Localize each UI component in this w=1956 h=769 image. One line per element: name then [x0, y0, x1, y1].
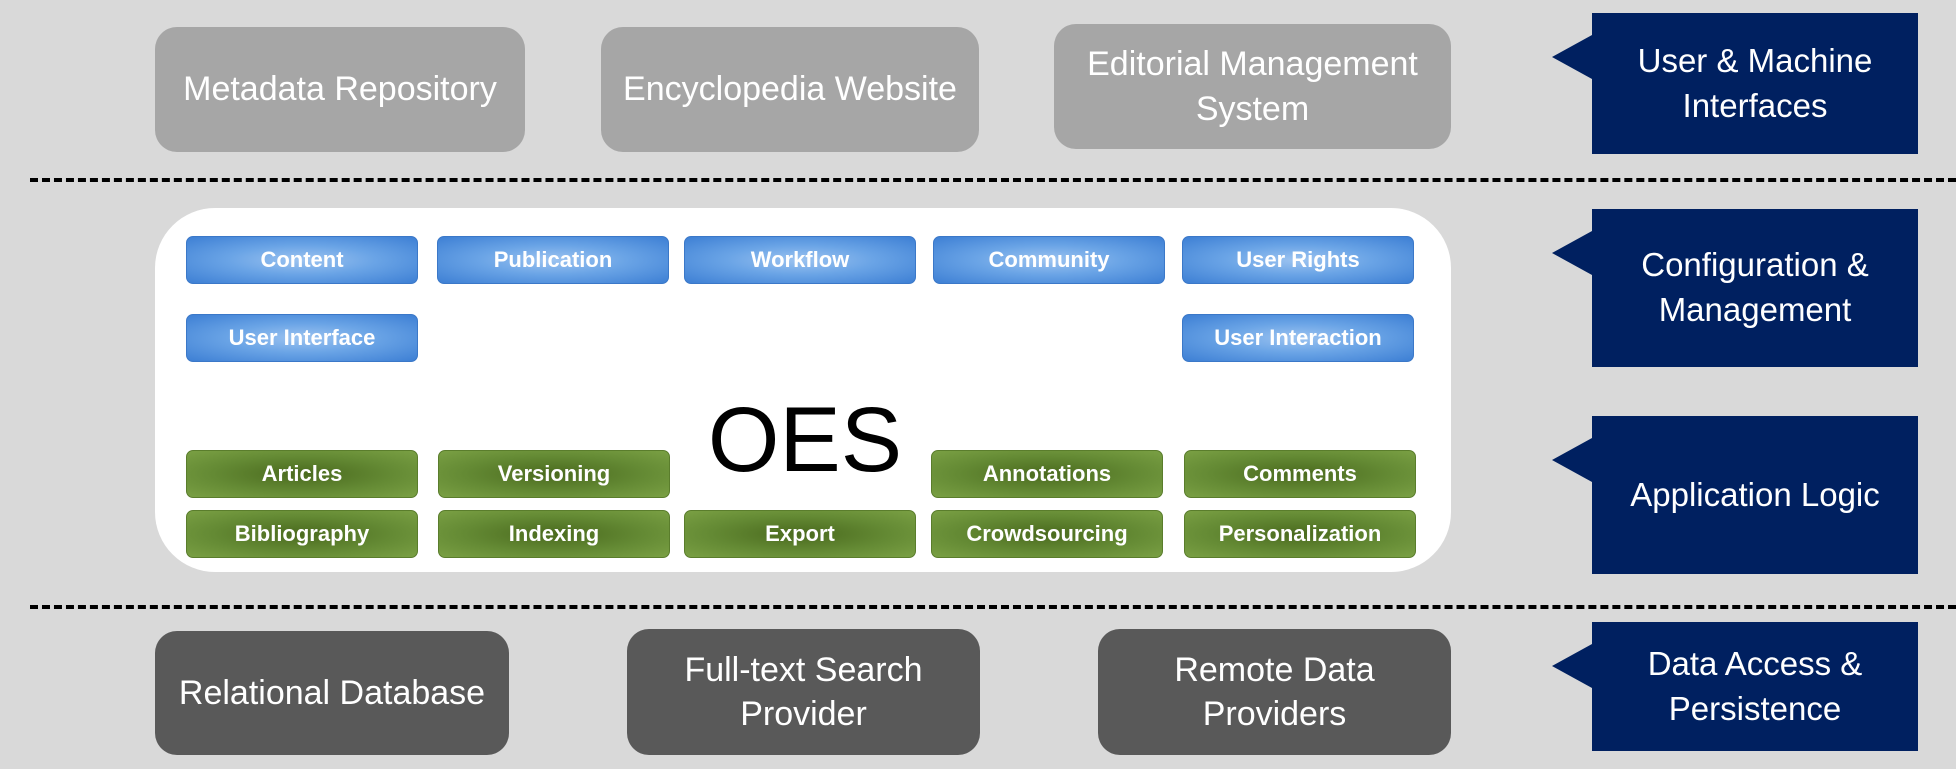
layer-label: User & Machine Interfaces	[1637, 41, 1873, 124]
layer-pointer	[1552, 644, 1592, 688]
layer-application-logic: Application Logic	[1552, 416, 1918, 574]
relational-database-box: Relational Database	[155, 631, 509, 755]
module-content: Content	[186, 236, 418, 284]
layer-label: Configuration & Management	[1641, 246, 1869, 328]
encyclopedia-website-box: Encyclopedia Website	[601, 27, 979, 152]
module-user-interaction: User Interaction	[1182, 314, 1414, 362]
module-articles: Articles	[186, 450, 418, 498]
module-versioning: Versioning	[438, 450, 670, 498]
module-publication: Publication	[437, 236, 669, 284]
module-bibliography: Bibliography	[186, 510, 418, 558]
module-user-rights: User Rights	[1182, 236, 1414, 284]
layer-pointer	[1552, 438, 1592, 482]
layer-configuration-management: Configuration & Management	[1552, 209, 1918, 367]
module-annotations: Annotations	[931, 450, 1163, 498]
layer-label: Application Logic	[1630, 475, 1880, 513]
layer-label: Data Access & Persistence	[1647, 644, 1863, 727]
layer-pointer	[1552, 231, 1592, 275]
lower-divider	[30, 605, 1956, 609]
module-crowdsourcing: Crowdsourcing	[931, 510, 1163, 558]
remote-data-providers-box: Remote Data Providers	[1098, 629, 1451, 755]
full-text-search-provider-box: Full-text Search Provider	[627, 629, 980, 755]
oes-title: OES	[707, 388, 903, 491]
layer-user-machine-interfaces: User & Machine Interfaces	[1552, 13, 1918, 154]
editorial-management-system-label: Editorial Management System	[1087, 45, 1418, 128]
relational-database-label: Relational Database	[178, 673, 486, 712]
metadata-repository-box: Metadata Repository	[155, 27, 525, 152]
full-text-search-provider-label: Full-text Search Provider	[684, 650, 923, 733]
module-comments: Comments	[1184, 450, 1416, 498]
module-community: Community	[933, 236, 1165, 284]
module-user-interface: User Interface	[186, 314, 418, 362]
encyclopedia-website-label: Encyclopedia Website	[623, 70, 957, 109]
remote-data-providers-label: Remote Data Providers	[1174, 650, 1375, 733]
layer-pointer	[1552, 35, 1592, 79]
module-workflow: Workflow	[684, 236, 916, 284]
layer-data-access-persistence: Data Access & Persistence	[1552, 622, 1918, 751]
editorial-management-system-box: Editorial Management System	[1054, 24, 1451, 149]
module-personalization: Personalization	[1184, 510, 1416, 558]
module-export: Export	[684, 510, 916, 558]
upper-divider	[30, 178, 1956, 182]
metadata-repository-label: Metadata Repository	[183, 70, 497, 109]
module-indexing: Indexing	[438, 510, 670, 558]
